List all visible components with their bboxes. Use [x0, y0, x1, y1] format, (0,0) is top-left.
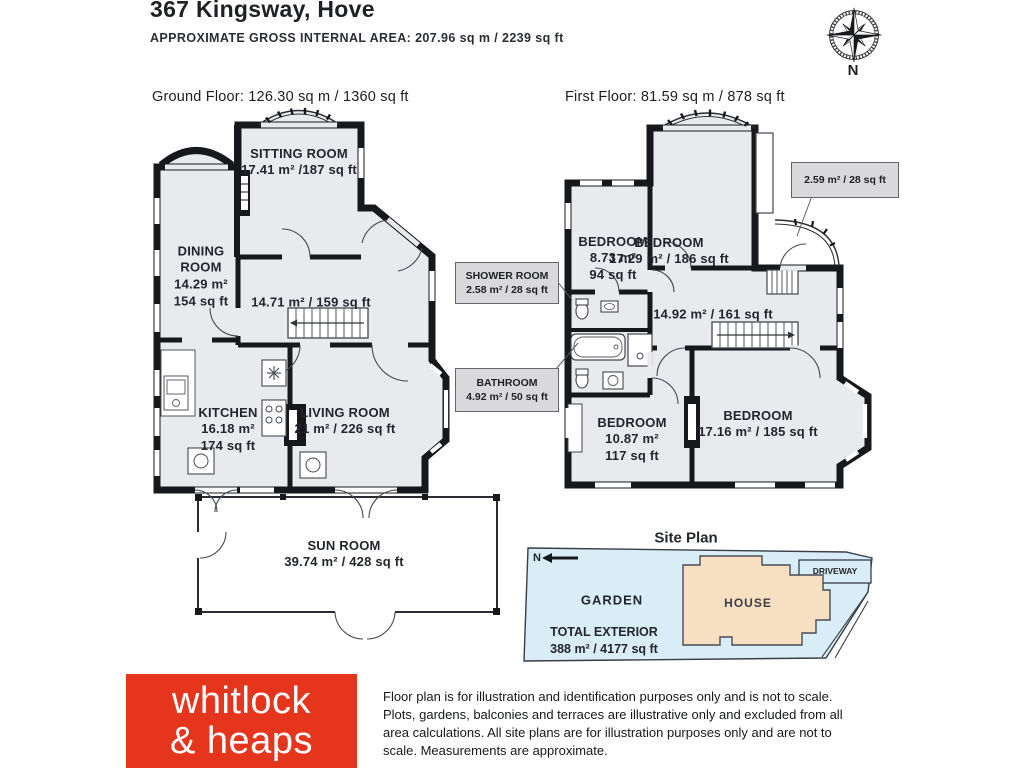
first-floor-title: First Floor: 81.59 sq m / 878 sq ft — [565, 89, 785, 105]
callout-balcony: 2.59 m² / 28 sq ft — [791, 162, 899, 198]
disclaimer-text: Floor plan is for illustration and ident… — [383, 689, 843, 758]
page-subtitle: APPROXIMATE GROSS INTERNAL AREA: 207.96 … — [150, 31, 564, 45]
house-label: HOUSE — [724, 596, 772, 610]
garden-label: GARDEN — [580, 592, 644, 608]
room-label-landing: 14.92 m² / 161 sq ft — [653, 306, 773, 321]
compass-rose-icon — [820, 4, 888, 66]
room-label-hall: 14.71 m² / 159 sq ft — [251, 294, 371, 309]
site-plan-map — [520, 545, 880, 667]
callout-shower-room: SHOWER ROOM 2.58 m² / 28 sq ft — [455, 262, 559, 304]
ground-floor-title: Ground Floor: 126.30 sq m / 1360 sq ft — [152, 89, 409, 105]
site-plan-title: Site Plan — [654, 529, 718, 547]
agency-logo-text: whitlock & heaps — [170, 679, 313, 762]
ground-floor-plan — [140, 108, 512, 643]
page-title: 367 Kingsway, Hove — [150, 0, 375, 22]
compass-north-label: N — [847, 62, 859, 79]
driveway-label: DRIVEWAY — [812, 566, 858, 576]
site-north-label: N — [533, 552, 541, 564]
first-floor-plan — [555, 108, 905, 508]
callout-bathroom: BATHROOM 4.92 m² / 50 sq ft — [455, 368, 559, 412]
total-exterior-label: TOTAL EXTERIOR 388 m² / 4177 sq ft — [550, 625, 658, 656]
agency-logo: whitlock & heaps — [126, 674, 357, 768]
